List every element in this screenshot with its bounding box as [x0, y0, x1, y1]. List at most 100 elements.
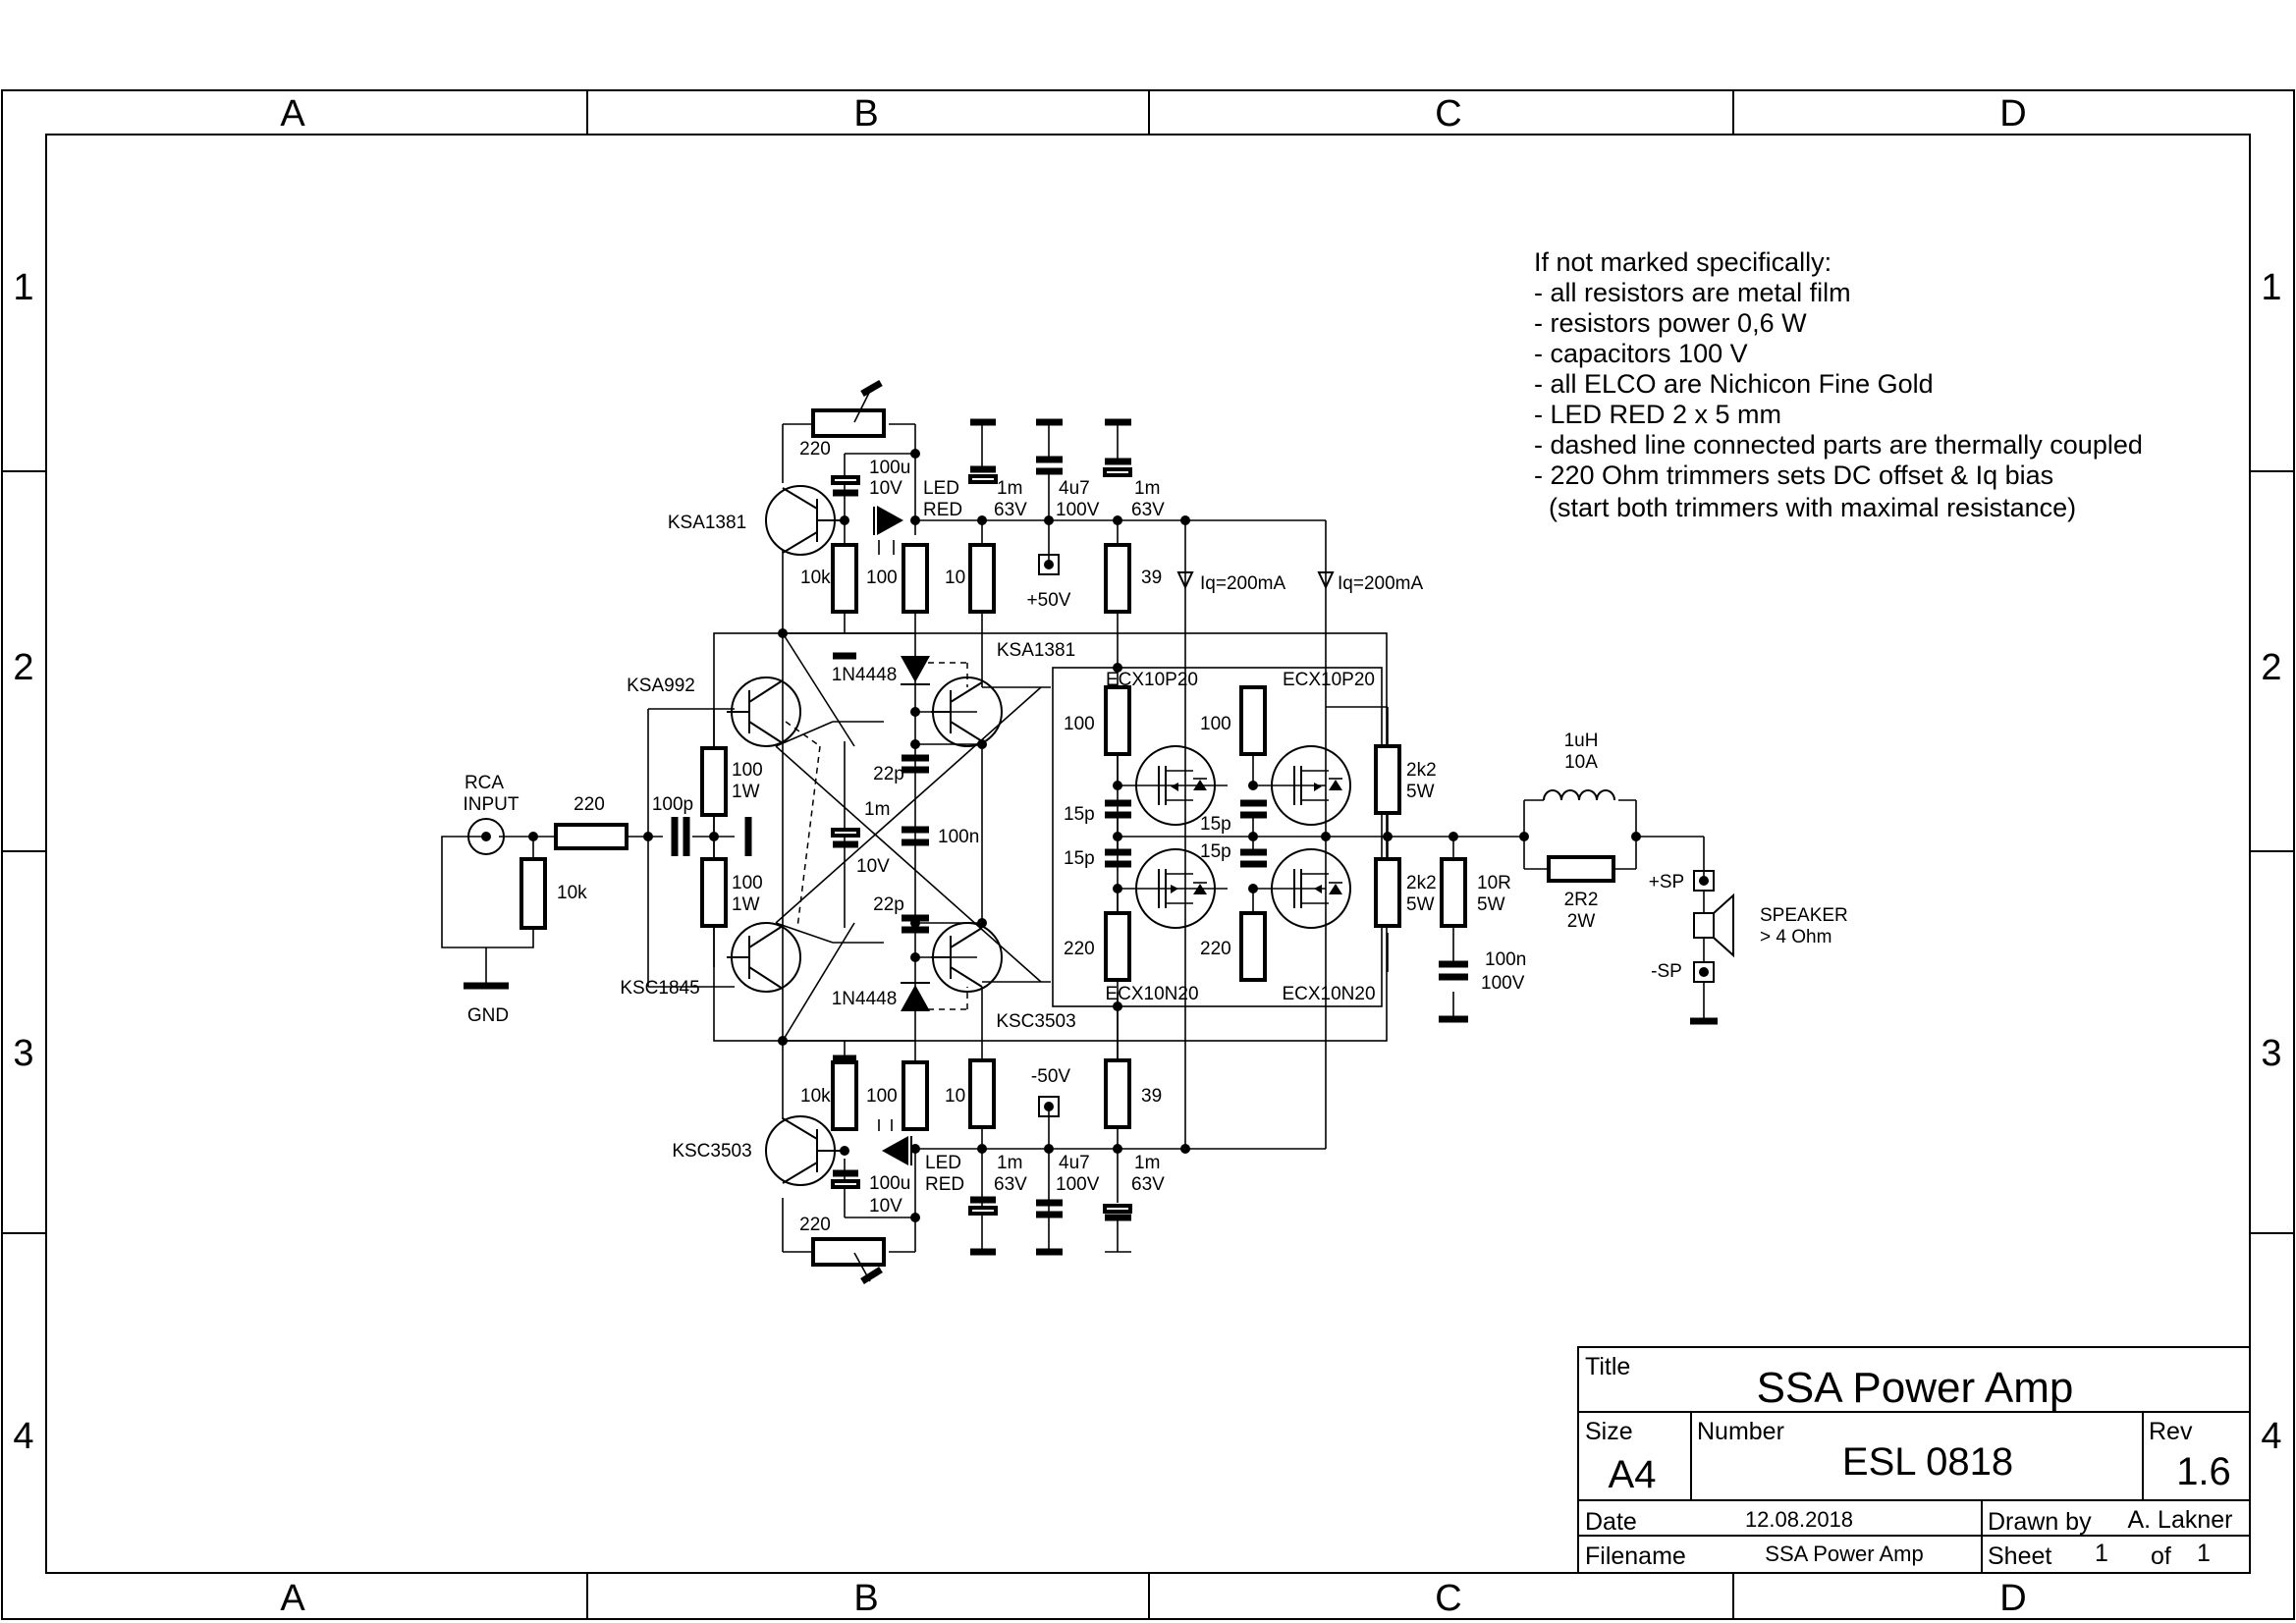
note-line: - LED RED 2 x 5 mm [1534, 400, 1781, 429]
inductor-icon [1543, 789, 1615, 801]
label-c-in: 100p [652, 794, 693, 815]
label-r39: 39 [1141, 568, 1162, 588]
filename-value: SSA Power Amp [1765, 1542, 1923, 1566]
label-ecx-n: ECX10N20 [1282, 984, 1375, 1004]
transistor-icon [931, 676, 1003, 747]
notes-block: If not marked specifically: - all resist… [1534, 247, 2143, 522]
label-inductor: 1uH [1564, 730, 1599, 751]
label-ksa992: KSA992 [627, 676, 695, 696]
grid-column-labels: A B C D A B C D [280, 93, 2026, 1619]
resistor-icon [1547, 855, 1615, 883]
label-r10: 10 [945, 1086, 965, 1107]
label-2k2: 2k2 [1406, 873, 1437, 893]
label-1m-63v: 1m [997, 1153, 1022, 1173]
resistor-icon [700, 746, 728, 817]
resistor-icon [968, 1058, 996, 1129]
drawn-caption: Drawn by [1988, 1508, 2092, 1536]
label-4u7: 100V [1056, 500, 1100, 520]
label-r100: 100 [866, 1086, 898, 1107]
label-2k2: 5W [1406, 782, 1435, 802]
resistor-icon [831, 543, 858, 614]
transistor-icon [727, 922, 801, 993]
label-r10: 10 [945, 568, 965, 588]
elco-icon [968, 1206, 998, 1216]
label-gnd: GND [467, 1005, 509, 1026]
mosfet-icon [1271, 848, 1351, 929]
label-2k2: 2k2 [1406, 760, 1437, 781]
elco-icon [968, 474, 998, 484]
label-iq: Iq=200mA [1200, 573, 1285, 594]
resistor-icon [700, 857, 728, 928]
transistor-icon [931, 922, 1003, 993]
label-elco: 10V [869, 478, 902, 499]
test-point-icon [1317, 571, 1335, 590]
label-10r: 5W [1477, 894, 1505, 915]
label-led: RED [925, 1174, 964, 1195]
label-ksa1381-mid: KSA1381 [997, 640, 1075, 661]
resistor-icon [1440, 857, 1467, 928]
label-100n-out: 100n [1485, 949, 1526, 970]
label-10r: 10R [1477, 873, 1511, 893]
label-led: RED [923, 500, 962, 520]
resistor-icon [968, 543, 996, 614]
label-1m-63v: 63V [994, 500, 1027, 520]
drawing-title: SSA Power Amp [1757, 1364, 2074, 1412]
resistor-icon [902, 1060, 929, 1131]
junction-dots [528, 449, 1641, 1222]
label-2r2: 2R2 [1564, 890, 1599, 910]
drawn-value: A. Lakner [2127, 1506, 2232, 1534]
label-rca: RCA [465, 773, 504, 793]
filename-caption: Filename [1585, 1542, 1686, 1570]
label-1m-63v: 63V [994, 1174, 1027, 1195]
label-r-gnd: 10k [557, 883, 587, 903]
transistor-icon [765, 485, 845, 556]
sheet-caption: Sheet [1988, 1542, 2051, 1570]
resistor-icon [1104, 685, 1131, 756]
label-led: LED [925, 1153, 961, 1173]
label-22p: 22p [873, 894, 904, 915]
label-r10k: 10k [800, 1086, 831, 1107]
label-elco: 100u [869, 458, 910, 478]
label-2r2: 2W [1567, 911, 1596, 932]
label-4u7: 4u7 [1059, 1153, 1090, 1173]
label-sp-minus: -SP [1651, 961, 1682, 982]
elco-icon [831, 475, 860, 485]
label-100n: 100n [938, 827, 979, 847]
label-ecx-n: ECX10N20 [1105, 984, 1198, 1004]
label-diode: 1N4448 [832, 989, 898, 1009]
label-r-1w: 1W [732, 894, 760, 915]
note-line: - dashed line connected parts are therma… [1534, 430, 2143, 460]
row-label-right: 2 [2261, 647, 2281, 688]
mosfet-icon [1135, 848, 1216, 929]
resistor-icon [1239, 911, 1267, 982]
label-1m-10v: 1m [864, 799, 890, 820]
label-100n-out: 100V [1481, 973, 1525, 994]
components: RCA INPUT GND 220 10k 100p 100 1W 100 1W [464, 379, 1848, 1284]
terminal-icon [1038, 554, 1060, 575]
elco-icon [831, 1179, 860, 1189]
resistor-icon [1374, 744, 1401, 815]
date-caption: Date [1585, 1508, 1637, 1536]
resistor-icon [1104, 543, 1131, 614]
rev-value: 1.6 [2176, 1450, 2231, 1493]
of-caption: of [2151, 1542, 2171, 1570]
resistor-icon [554, 823, 629, 850]
elco-icon [1103, 1204, 1132, 1214]
label-r10k: 10k [800, 568, 831, 588]
resistor-icon [1104, 911, 1131, 982]
resistor-icon [1239, 685, 1267, 756]
label-r39: 39 [1141, 1086, 1162, 1107]
note-line: - all resistors are metal film [1534, 278, 1851, 307]
label-r100-gate: 100 [1200, 714, 1231, 734]
resistor-icon [1104, 1058, 1131, 1129]
label-r-1w: 100 [732, 760, 763, 781]
label-r220-gate: 220 [1200, 939, 1231, 959]
speaker-icon [1693, 893, 1734, 958]
row-label-left: 4 [13, 1416, 33, 1457]
wires [441, 423, 1705, 1253]
col-label-top: A [280, 93, 305, 135]
elco-icon [1103, 467, 1132, 477]
col-label-top: C [1435, 93, 1461, 135]
resistor-icon [902, 543, 929, 614]
